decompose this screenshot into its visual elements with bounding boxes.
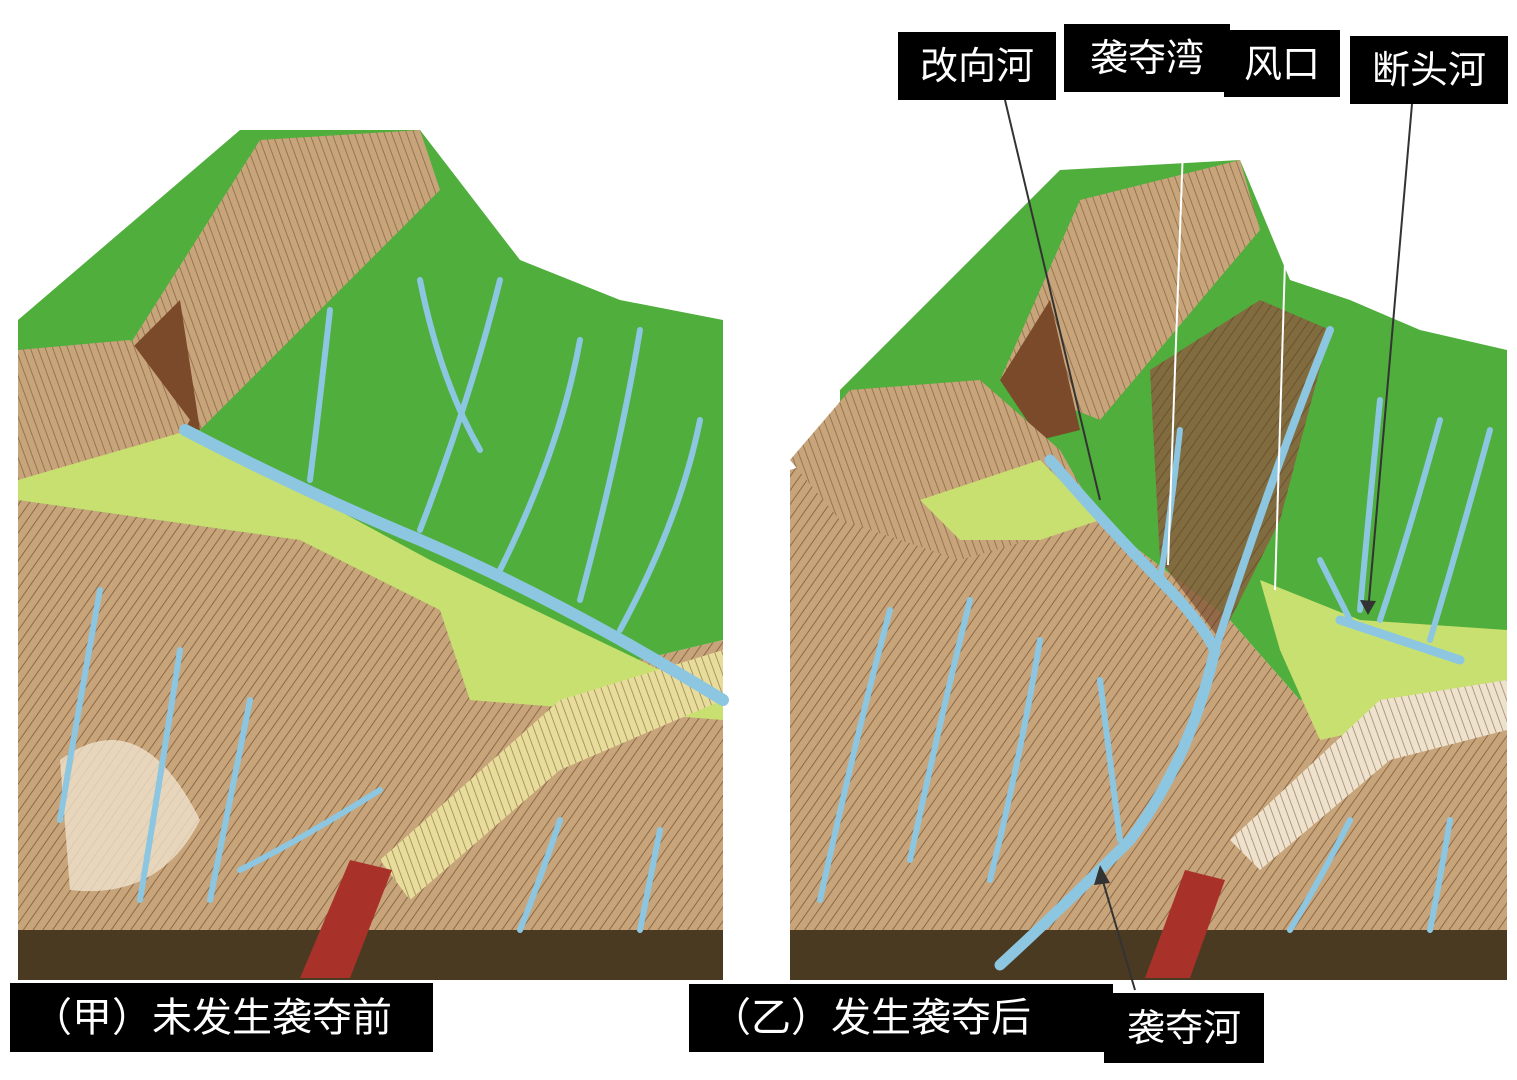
leader-lines	[1004, 91, 1413, 991]
panel-before-landscape	[18, 130, 729, 980]
caption-before: （甲）未发生袭夺前	[10, 983, 433, 1052]
beheaded-river-channel	[1335, 615, 1465, 665]
valley-floor-after	[920, 460, 1100, 540]
leader-wind-gap	[1274, 96, 1291, 591]
dike-before	[300, 860, 392, 978]
label-diverted-river: 改向河	[898, 32, 1056, 100]
main-river-before	[179, 424, 729, 706]
label-beheaded-river: 断头河	[1350, 36, 1508, 104]
panel-after-landscape	[790, 160, 1507, 980]
capturing-river-channel	[994, 644, 1221, 971]
leader-diverted-river	[1004, 99, 1101, 501]
arrow-capturing-river	[1094, 865, 1110, 885]
caption-after: （乙）发生袭夺后	[689, 984, 1113, 1052]
label-capture-elbow: 袭夺湾	[1064, 24, 1230, 92]
diverted-river-channel	[1044, 454, 1221, 656]
leader-capture-elbow	[1167, 91, 1186, 566]
label-capturing-river: 袭夺河	[1104, 993, 1264, 1063]
wind-gap-channel	[1211, 326, 1334, 654]
dike-after	[1145, 870, 1225, 978]
leader-beheaded-river	[1367, 103, 1413, 613]
label-wind-gap: 风口	[1224, 30, 1340, 97]
leader-capturing-river	[1101, 877, 1136, 991]
valley-floor-before	[18, 430, 723, 720]
arrow-beheaded-river	[1360, 600, 1376, 615]
